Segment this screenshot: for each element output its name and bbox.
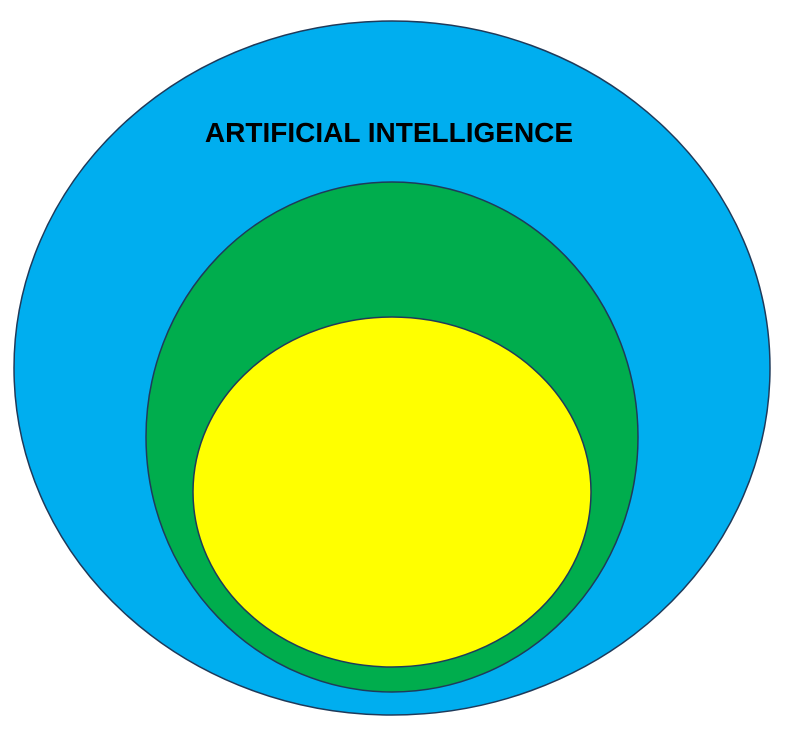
- outer-set-label: ARTIFICIAL INTELLIGENCE: [205, 117, 573, 148]
- inner-set-ellipse: [192, 316, 592, 668]
